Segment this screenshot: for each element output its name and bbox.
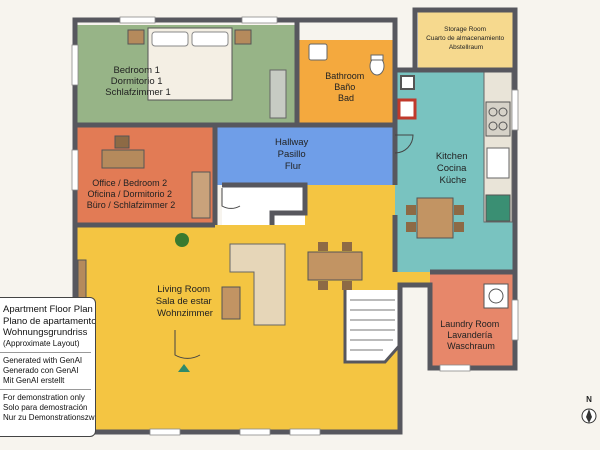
burner bbox=[498, 107, 508, 117]
bathroom-fixtures bbox=[308, 43, 385, 76]
room-hallway bbox=[215, 125, 393, 185]
compass-arrow-icon bbox=[586, 409, 592, 423]
legend-divider bbox=[0, 351, 91, 353]
stairs bbox=[350, 299, 395, 351]
chair bbox=[406, 205, 416, 215]
window bbox=[119, 16, 156, 24]
office-cabinet bbox=[191, 171, 211, 219]
room-living bbox=[75, 185, 430, 430]
pillow-right bbox=[191, 31, 229, 47]
coffee-table bbox=[221, 286, 241, 320]
label-living: Living Room Sala de estar Wohnzimmer bbox=[156, 284, 215, 319]
stairwell bbox=[345, 290, 400, 362]
burner bbox=[488, 121, 498, 131]
window bbox=[149, 428, 181, 436]
windows bbox=[71, 16, 519, 436]
chimney bbox=[397, 98, 417, 120]
legend-title-es: Plano de apartamento bbox=[3, 315, 96, 327]
living-furniture bbox=[77, 233, 363, 326]
desk-chair bbox=[114, 135, 130, 149]
fridge bbox=[485, 194, 511, 222]
wall-closet bbox=[222, 182, 308, 225]
label-hallway: Hallway Pasillo Flur bbox=[275, 137, 311, 172]
legend-demo-es: Solo para demostración bbox=[3, 402, 88, 412]
label-office: Office / Bedroom 2 Oficina / Dormitorio … bbox=[87, 178, 176, 210]
nightstand-left bbox=[127, 29, 145, 45]
legend-generated-es: Generado con GenAI bbox=[3, 365, 79, 375]
chair bbox=[406, 222, 416, 232]
plant-icon bbox=[175, 233, 189, 247]
window bbox=[71, 149, 79, 191]
window bbox=[289, 428, 321, 436]
burner bbox=[498, 121, 508, 131]
window bbox=[71, 44, 79, 86]
label-kitchen: Kitchen Cocina Küche bbox=[436, 151, 470, 186]
entrance-icon bbox=[178, 364, 190, 372]
legend-title-en: Apartment Floor Plan bbox=[3, 304, 93, 315]
dining-table bbox=[307, 251, 363, 281]
stove bbox=[485, 101, 511, 137]
legend-generated-en: Generated with GenAI bbox=[3, 355, 83, 365]
door-swing bbox=[221, 188, 241, 209]
laundry-fixtures bbox=[483, 283, 509, 309]
chair bbox=[318, 242, 328, 251]
legend-demo-en: For demonstration only bbox=[3, 392, 85, 402]
chair bbox=[342, 281, 352, 290]
compass-label: N bbox=[586, 395, 592, 404]
toilet-tank bbox=[370, 54, 384, 61]
chair bbox=[454, 205, 464, 215]
doors bbox=[174, 134, 414, 359]
wardrobe bbox=[269, 69, 287, 119]
chair bbox=[318, 281, 328, 290]
label-laundry: Laundry Room Lavandería Waschraum bbox=[440, 319, 502, 351]
door-swing bbox=[174, 330, 201, 359]
desk bbox=[101, 149, 145, 169]
label-storage: Storage Room Cuarto de almacenamiento Ab… bbox=[426, 26, 506, 51]
pillow-left bbox=[151, 31, 189, 47]
washing-machine bbox=[483, 283, 509, 309]
bedroom1-furniture bbox=[127, 27, 287, 119]
white-closet bbox=[222, 185, 305, 225]
washing-machine-drum bbox=[488, 288, 504, 304]
chair bbox=[342, 242, 352, 251]
window bbox=[239, 428, 271, 436]
burner bbox=[488, 107, 498, 117]
legend-generated-de: Mit GenAI erstellt bbox=[3, 375, 65, 385]
label-bedroom1: Bedroom 1 Dormitorio 1 Schlafzimmer 1 bbox=[105, 65, 170, 98]
walls bbox=[72, 7, 518, 435]
window bbox=[511, 299, 519, 341]
legend-title-de: Wohnungsgrundriss bbox=[3, 327, 88, 338]
office-furniture bbox=[101, 135, 211, 219]
compass: N bbox=[581, 395, 597, 424]
nightstand-right bbox=[234, 29, 252, 45]
outer-wall bbox=[72, 7, 518, 435]
wall-stairwell bbox=[343, 290, 402, 364]
legend-box: Apartment Floor Plan Plano de apartament… bbox=[0, 297, 96, 437]
duct bbox=[400, 75, 415, 90]
sink bbox=[308, 43, 328, 61]
chair bbox=[454, 222, 464, 232]
window bbox=[511, 89, 519, 131]
room-storage bbox=[418, 12, 514, 70]
legend-divider bbox=[0, 388, 91, 390]
legend-approx: (Approximate Layout) bbox=[3, 338, 80, 348]
kitchen-table bbox=[416, 197, 454, 239]
kitchen-sink bbox=[486, 147, 510, 179]
legend-demo-de: Nur zu Demonstrationszwecken bbox=[3, 412, 95, 422]
window bbox=[241, 16, 278, 24]
label-bathroom: Bathroom Baño Bad bbox=[325, 71, 367, 103]
sofa bbox=[229, 243, 286, 326]
door-swing bbox=[394, 134, 414, 154]
window bbox=[439, 364, 471, 372]
